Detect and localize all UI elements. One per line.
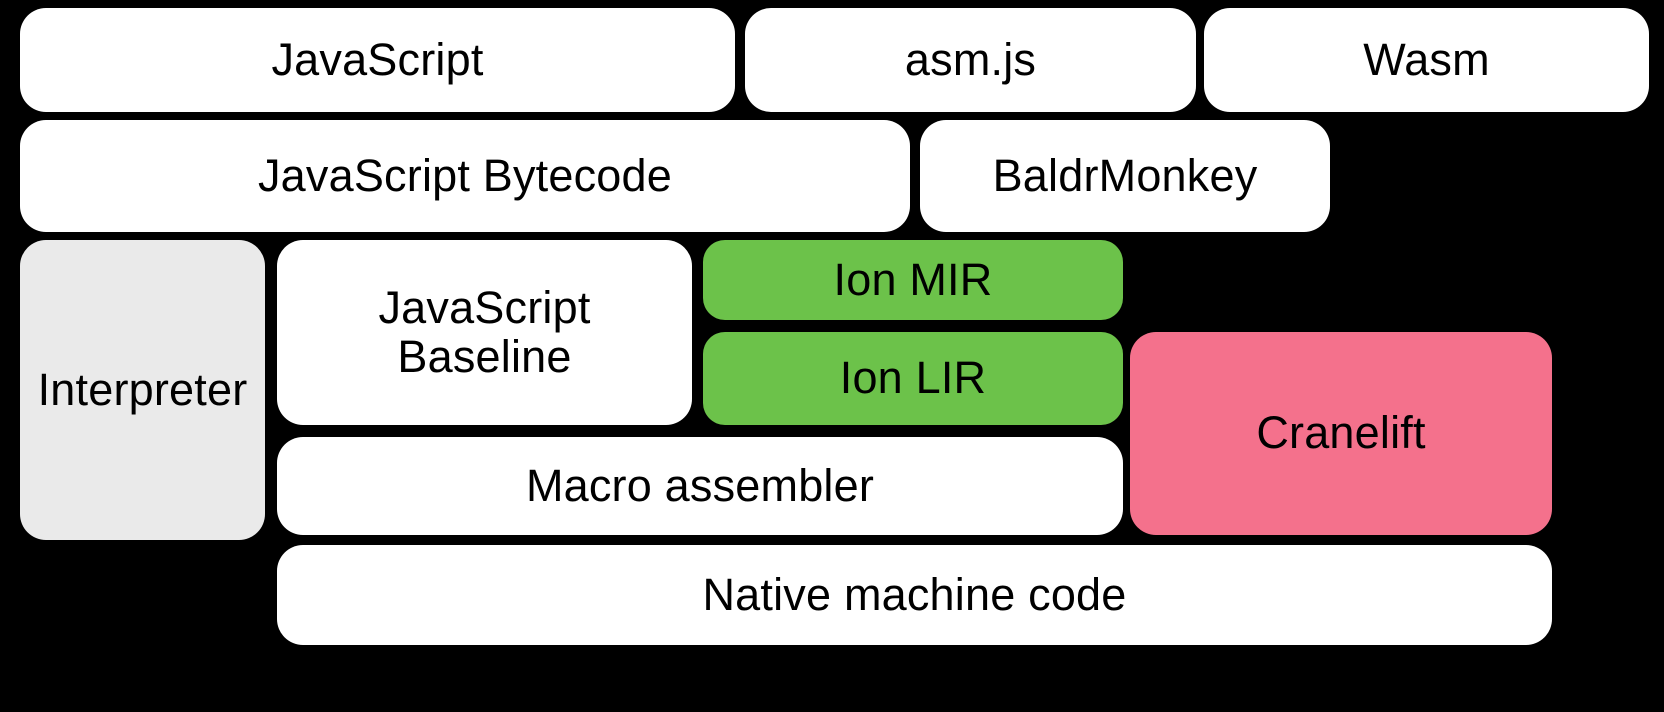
node-javascript-baseline[interactable]: JavaScript Baseline — [277, 240, 692, 425]
node-interpreter[interactable]: Interpreter — [20, 240, 265, 540]
node-asm-js[interactable]: asm.js — [745, 8, 1196, 112]
node-wasm[interactable]: Wasm — [1204, 8, 1649, 112]
node-baldrmonkey[interactable]: BaldrMonkey — [920, 120, 1330, 232]
node-ion-lir[interactable]: Ion LIR — [703, 332, 1123, 425]
node-javascript-bytecode[interactable]: JavaScript Bytecode — [20, 120, 910, 232]
node-ion-mir[interactable]: Ion MIR — [703, 240, 1123, 320]
node-native-machine-code[interactable]: Native machine code — [277, 545, 1552, 645]
node-cranelift[interactable]: Cranelift — [1130, 332, 1552, 535]
node-javascript[interactable]: JavaScript — [20, 8, 735, 112]
node-macro-assembler[interactable]: Macro assembler — [277, 437, 1123, 535]
